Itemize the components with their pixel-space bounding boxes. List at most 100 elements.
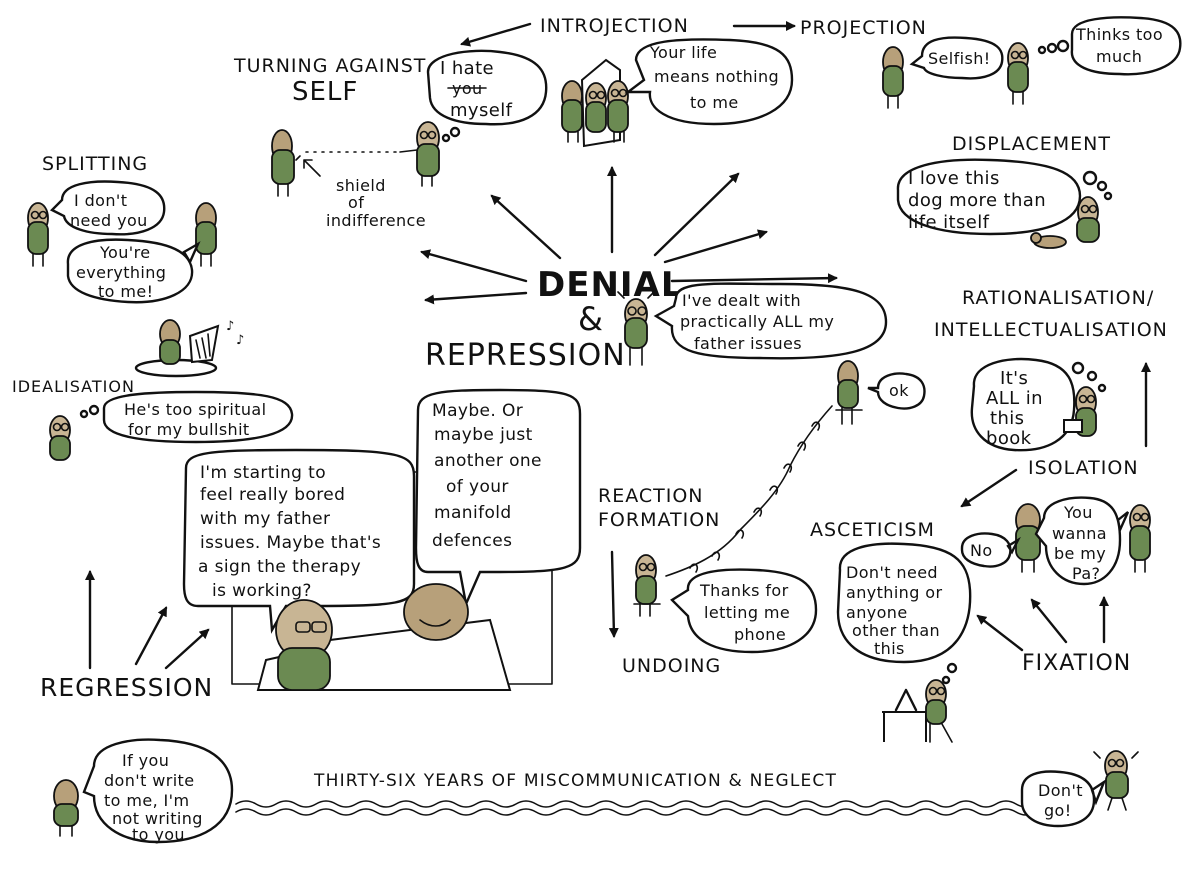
regression-label: REGRESSION (40, 673, 213, 702)
idealisation-section: IDEALISATION ♪ ♪ He's too spiritual for … (12, 319, 294, 461)
displacement-character (1030, 196, 1100, 249)
dealt-line-3: father issues (694, 334, 802, 353)
hate-line-1: I hate (440, 58, 494, 79)
bored-line-5: a sign the therapy (198, 557, 361, 577)
computer (894, 688, 918, 712)
introjection-label: INTROJECTION (540, 15, 689, 37)
pa-line-4: Pa? (1072, 564, 1100, 583)
no-text: No (970, 541, 993, 560)
maybe-line-1: Maybe. Or (432, 401, 523, 421)
write-line-2: don't write (104, 771, 194, 790)
ascetic-line-5: this (874, 639, 905, 658)
dog-line-2: dog more than (908, 190, 1046, 211)
bored-line-4: issues. Maybe that's (200, 533, 381, 553)
dog-line-1: I love this (908, 168, 1000, 189)
life-line-1: Your life (649, 43, 717, 62)
dealt-line-2: practically ALL my (680, 312, 834, 331)
ascetic-line-2: anything or (846, 583, 942, 602)
turning-label-1: TURNING AGAINST (233, 55, 426, 77)
bored-line-2: feel really bored (200, 485, 345, 505)
denial-label: DENIAL (537, 265, 684, 305)
rationalisation-label-2: INTELLECTUALISATION (934, 319, 1168, 341)
turning-against-self-section: TURNING AGAINST SELF I hate you myself s… (233, 49, 548, 230)
speech-bubble-ok: ok (867, 372, 926, 410)
regression-arrow-3 (164, 628, 210, 670)
book-line-1: It's (1000, 368, 1028, 389)
speech-bubble-dont-need: I don't need you (49, 180, 166, 236)
therapist-head (403, 583, 469, 641)
thinks-line-2: much (1096, 47, 1142, 66)
arrow-fixation-to-asceticism (976, 614, 1024, 652)
thought-bubble-book: It's ALL in this book (970, 357, 1107, 452)
pa-line-3: be my (1054, 544, 1106, 563)
life-line-3: to me (690, 93, 739, 112)
timeline-section: THIRTY-SIX YEARS OF MISCOMMUNICATION & N… (53, 738, 1139, 844)
arrow-to-rationalisation (670, 273, 838, 284)
book (1063, 419, 1083, 433)
music-note: ♪ (226, 319, 234, 334)
maybe-line-5: manifold (434, 503, 512, 523)
ascetic-line-4: other than (852, 621, 940, 640)
rationalisation-label-1: RATIONALISATION/ (962, 287, 1154, 309)
arrow-to-turning-against-self (490, 194, 562, 260)
telephone-cord (665, 405, 833, 577)
maybe-line-4: of your (446, 477, 509, 497)
hate-line-2: myself (450, 100, 513, 121)
thought-bubble-spiritual: He's too spiritual for my bullshit (102, 390, 294, 444)
ascetic-line-1: Don't need (846, 563, 938, 582)
ampersand-label: & (578, 300, 604, 338)
shield-line-1: shield (336, 176, 386, 195)
desk (882, 711, 927, 742)
angel-character: ♪ ♪ (134, 319, 244, 378)
write-line-4: not writing (112, 809, 203, 828)
dont-go-line-2: go! (1044, 801, 1072, 820)
reaction-label-2: FORMATION (598, 509, 720, 531)
selfish-text: Selfish! (928, 49, 991, 68)
pa-line-2: wanna (1052, 524, 1107, 543)
body (624, 317, 648, 349)
repression-label: REPRESSION (425, 338, 626, 373)
speech-bubble-everything: You're everything to me! (66, 238, 201, 304)
arrow-to-undoing (608, 550, 619, 638)
arrow-to-projection (653, 172, 740, 257)
everything-line-2: everything (76, 263, 166, 282)
life-line-2: means nothing (654, 67, 779, 86)
caller-character-bottom (633, 554, 661, 617)
pa-line-1: You (1063, 503, 1093, 522)
book-line-3: this (990, 408, 1024, 429)
regression-section: REGRESSION (40, 570, 213, 702)
displacement-section: DISPLACEMENT I love this dog more than l… (896, 133, 1113, 249)
spiritual-line-1: He's too spiritual (124, 400, 266, 419)
speech-bubble-hate: I hate you myself (426, 49, 548, 126)
bored-line-6: is working? (212, 581, 312, 601)
asceticism-label: ASCETICISM (810, 519, 935, 541)
speech-bubble-maybe: Maybe. Or maybe just another one of your… (414, 388, 582, 609)
fixation-label: FIXATION (1022, 651, 1131, 676)
isolation-section: ISOLATION (960, 457, 1138, 508)
radiating-arrows (420, 166, 838, 305)
speech-bubble-no: No (960, 532, 1021, 568)
write-line-3: to me, I'm (104, 791, 189, 810)
speech-bubble-dont-go: Don't go! (1020, 770, 1107, 828)
arrow-isolation-to-asceticism (960, 468, 1018, 508)
reader-character (1063, 386, 1097, 437)
wavy-line-top (235, 800, 1037, 808)
write-line-1: If you (122, 751, 169, 770)
book-line-2: ALL in (986, 388, 1043, 409)
book-line-4: book (986, 428, 1032, 449)
thought-bubble-ascetic: Don't need anything or anyone other than… (836, 542, 972, 685)
arrow-introjection-to-turning (460, 22, 532, 47)
displacement-label: DISPLACEMENT (952, 133, 1111, 155)
spiritual-line-2: for my bullshit (128, 420, 250, 439)
dealt-line-1: I've dealt with (682, 291, 801, 310)
arrow-to-splitting (420, 249, 528, 283)
regression-arrow-2 (134, 606, 168, 666)
therapy-figures (256, 583, 512, 691)
thanks-line-3: phone (734, 625, 786, 644)
rationalisation-section: RATIONALISATION/ INTELLECTUALISATION It'… (934, 287, 1168, 452)
speech-bubble-pa: You wanna be my Pa? (1034, 496, 1130, 586)
wavy-line-bottom (235, 808, 1037, 816)
write-line-5: to you (132, 825, 185, 844)
arrow-to-displacement (663, 229, 768, 264)
